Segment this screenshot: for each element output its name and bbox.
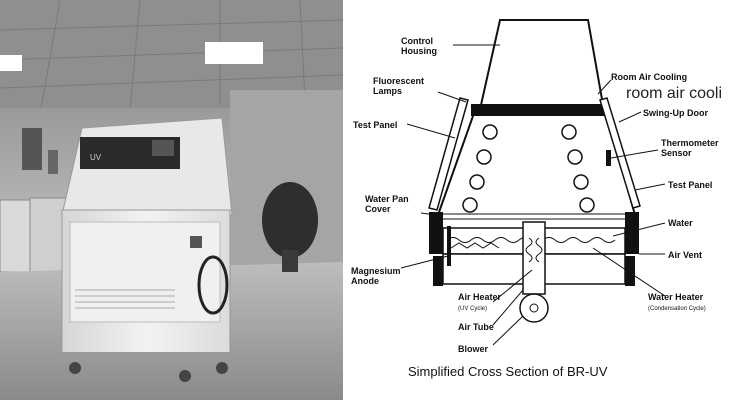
label-room-air-cooling: Room Air Cooling [611, 72, 687, 82]
label-blower: Blower [458, 344, 489, 354]
base-block-right [625, 256, 635, 286]
ceiling-light [0, 55, 22, 71]
label-water-heater-note: (Condensation Cycle) [648, 306, 706, 312]
product-photo: UV [0, 0, 343, 400]
label-water: Water [668, 218, 693, 228]
air-heater [525, 237, 543, 263]
water-heater-coil [450, 242, 500, 249]
caster-wheel [179, 370, 191, 382]
potted-plant [262, 182, 318, 258]
caster-wheel [69, 362, 81, 374]
overlay-text: room air cooli [626, 85, 722, 102]
fluorescent-lamps [462, 124, 595, 213]
power-cable [197, 255, 229, 315]
wall-poster [22, 128, 42, 170]
label-test-panel-right: Test Panel [668, 180, 712, 190]
panel-label: UV [90, 153, 102, 162]
uv-test-chamber: UV [61, 117, 233, 382]
plant-pot [282, 250, 298, 272]
background-machine [29, 197, 67, 273]
power-socket [190, 236, 202, 248]
control-housing [479, 19, 605, 106]
ceiling-light [205, 42, 263, 64]
diagram-caption: Simplified Cross Section of BR-UV [408, 364, 608, 379]
top-plate [471, 104, 609, 116]
base-rail [62, 352, 230, 362]
air-tube [522, 221, 546, 295]
wall-block-right [625, 212, 639, 254]
label-air-heater: Air Heater [458, 292, 502, 302]
control-display [152, 140, 174, 156]
label-air-tube: Air Tube [458, 322, 494, 332]
label-water-heater: Water Heater [648, 292, 704, 302]
label-air-vent: Air Vent [668, 250, 702, 260]
background-machine [0, 199, 31, 273]
label-swing-up-door: Swing-Up Door [643, 108, 708, 118]
label-air-heater-note: (UV Cycle) [458, 306, 487, 312]
magnesium-anode [447, 226, 451, 266]
base-block-left [433, 256, 443, 286]
leader-lines [400, 44, 666, 346]
caster-wheel [216, 362, 228, 374]
thermometer-sensor [606, 150, 611, 166]
wall-block-left [429, 212, 443, 254]
wall-poster [48, 150, 58, 174]
test-panel-right [599, 97, 641, 209]
ceiling-grid [0, 0, 343, 116]
label-test-panel-left: Test Panel [353, 120, 397, 130]
test-panel-left [428, 97, 469, 211]
water-pan-cover [440, 213, 638, 220]
